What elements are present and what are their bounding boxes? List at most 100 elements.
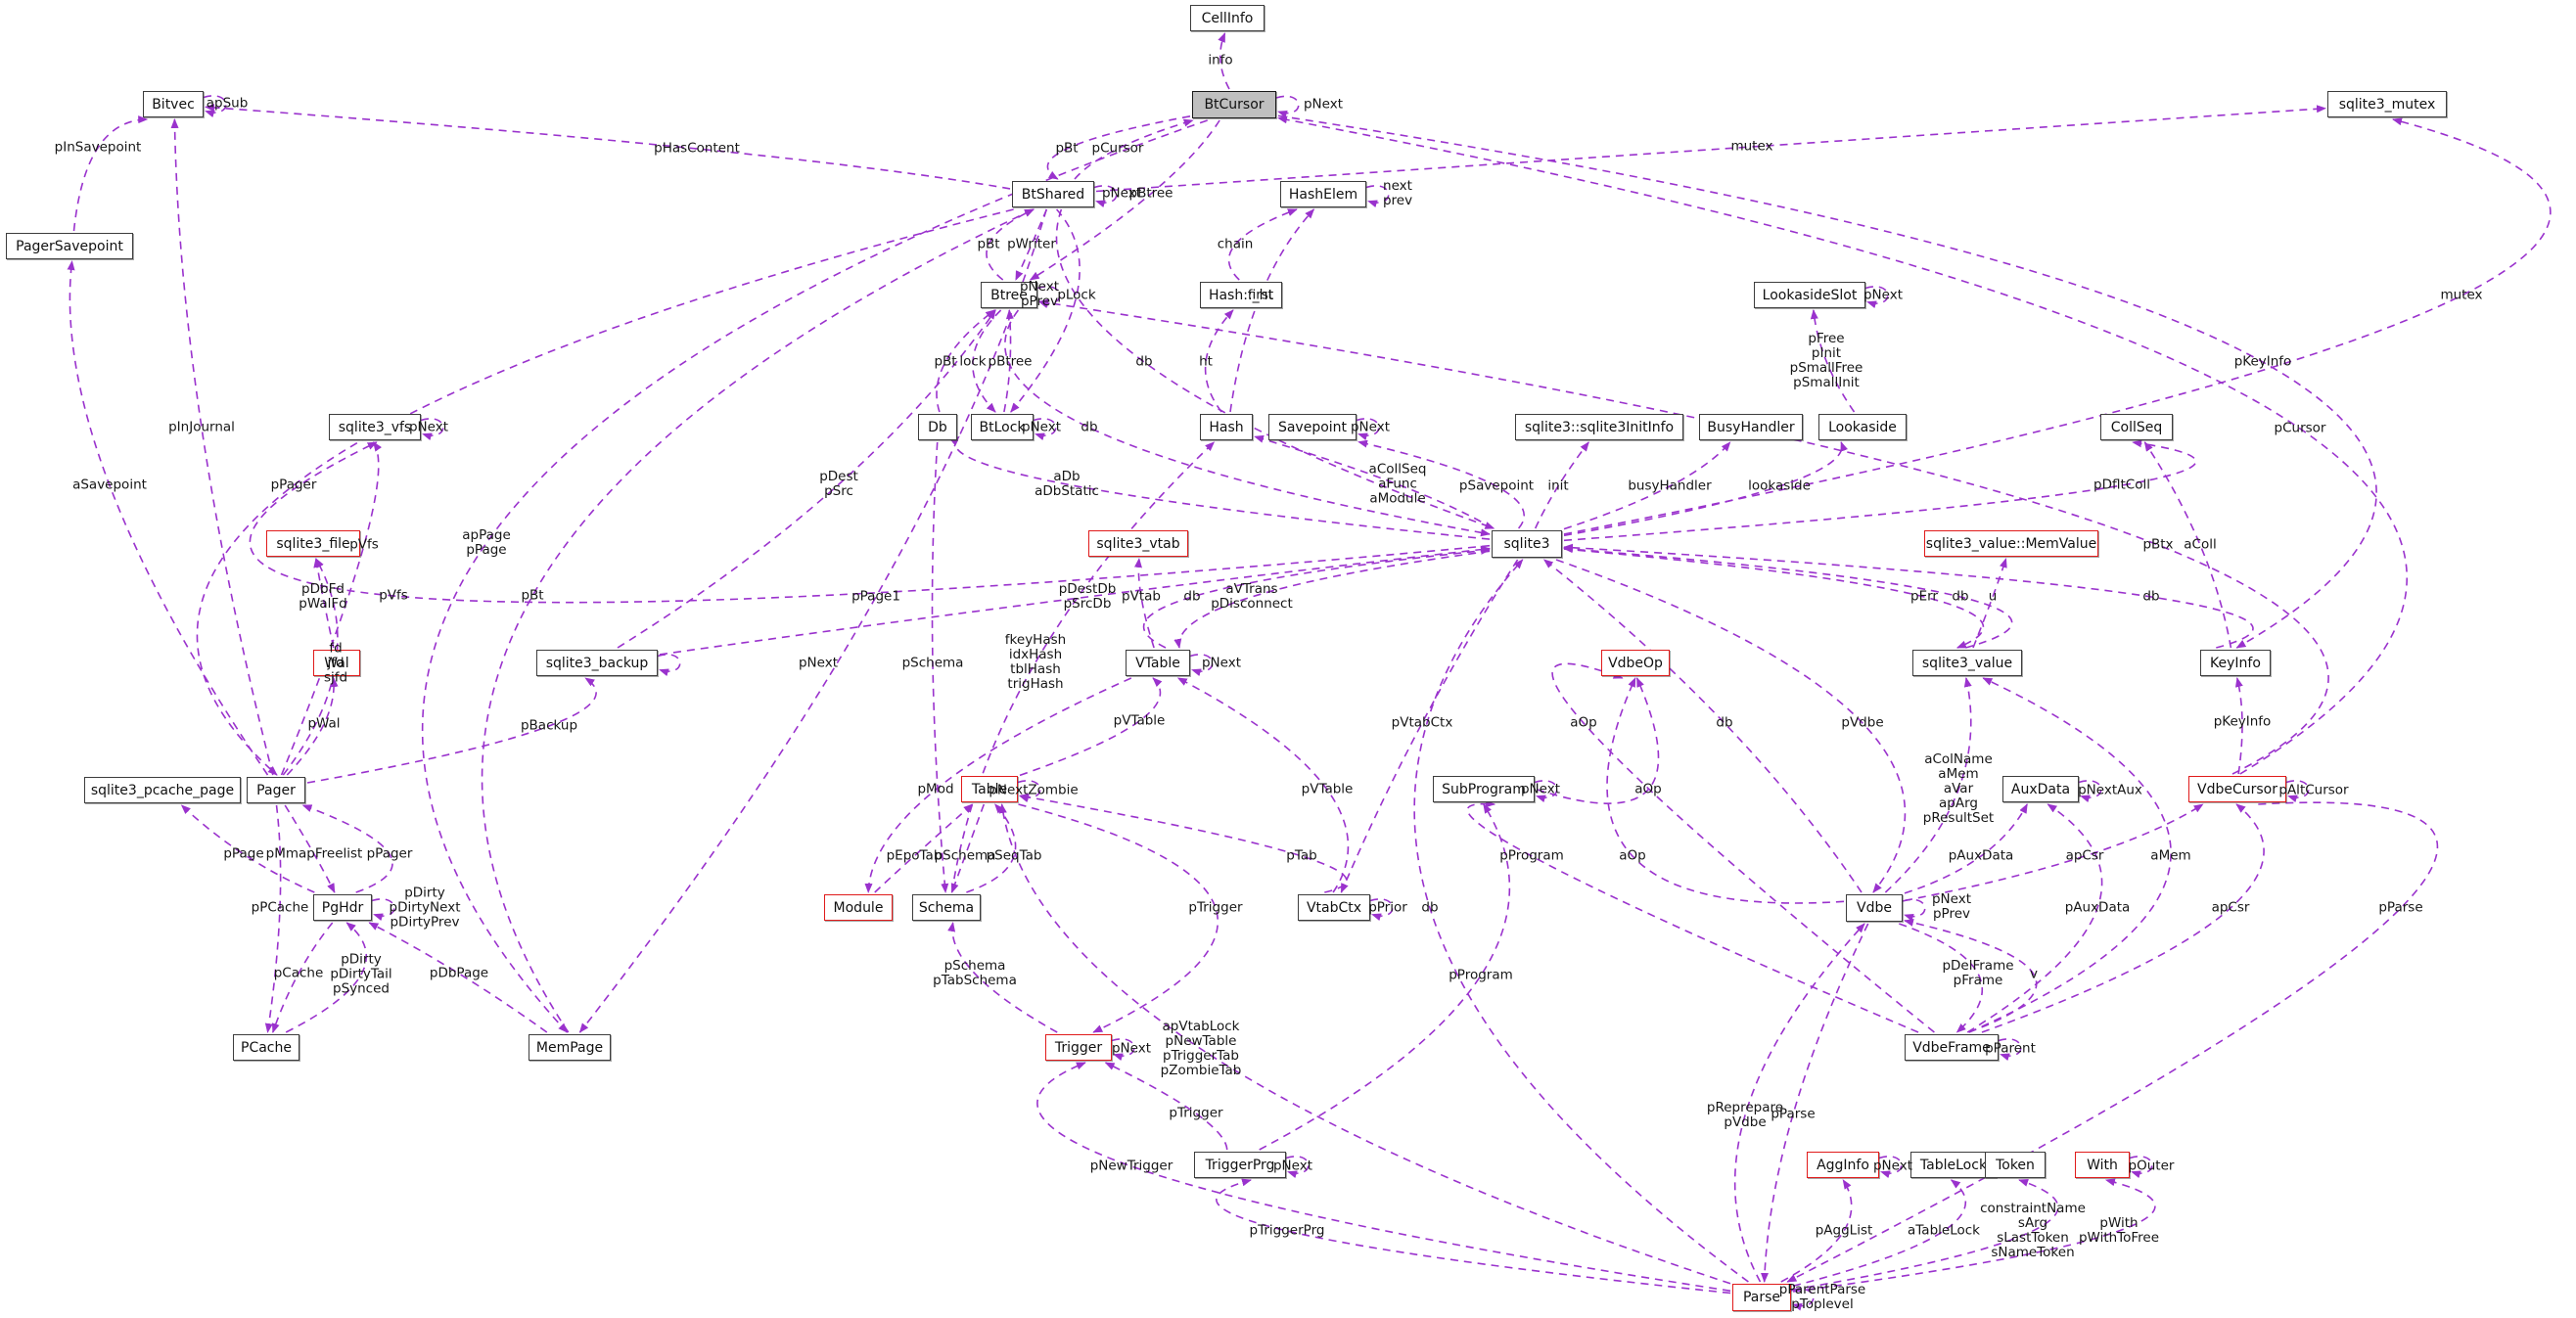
- edge-parse-triggerprg: [1216, 1178, 1731, 1295]
- edge-vdbeframe-subprogram: [1466, 799, 1919, 1033]
- edge-vfs-vfs: [420, 418, 444, 441]
- edge-sqlite3-vtable: [1173, 550, 1491, 649]
- node-file[interactable]: sqlite3_file: [266, 530, 360, 557]
- edge-triggerprg-trigger: [1104, 1062, 1228, 1151]
- edge-pager-bitvec: [170, 118, 274, 776]
- node-pagersavepoint[interactable]: PagerSavepoint: [6, 233, 133, 259]
- node-hashelem[interactable]: HashElem: [1280, 181, 1366, 207]
- edge-value-sqlite3: [1563, 545, 2013, 649]
- node-btree[interactable]: Btree: [981, 282, 1037, 308]
- edge-vdbe-auxdata: [1904, 803, 2028, 894]
- edge-parse-token: [1792, 1179, 2059, 1291]
- node-btshared[interactable]: BtShared: [1012, 181, 1094, 207]
- node-memvalue[interactable]: sqlite3_value::MemValue: [1924, 530, 2098, 557]
- node-initinfo[interactable]: sqlite3::sqlite3InitInfo: [1515, 414, 1683, 440]
- edge-keyinfo-sqlite3: [1563, 543, 2254, 649]
- node-keyinfo[interactable]: KeyInfo: [2200, 650, 2271, 676]
- node-vtabctx[interactable]: VtabCtx: [1298, 894, 1370, 921]
- edge-vtabctx-vtabctx: [1369, 898, 1394, 922]
- edge-vdbe-value: [1884, 677, 1972, 893]
- edge-btcursor-btree: [1029, 119, 1220, 281]
- edge-vdbecursor-vdbecursor: [2285, 780, 2310, 803]
- node-triggerprg[interactable]: TriggerPrg: [1194, 1152, 1286, 1178]
- node-tablelock[interactable]: TableLock: [1910, 1152, 1997, 1178]
- edge-parse-trigger: [1036, 1062, 1731, 1293]
- node-vtab[interactable]: sqlite3_vtab: [1088, 530, 1188, 557]
- node-value[interactable]: sqlite3_value: [1912, 650, 2022, 676]
- edge-hash-hash_ht: [1204, 309, 1234, 413]
- edge-vdbe-vdbeframe: [1899, 923, 1983, 1033]
- node-bitvec[interactable]: Bitvec: [143, 91, 204, 117]
- edge-btree-btshared: [986, 208, 1035, 281]
- edge-vdbe-parse: [1761, 923, 1869, 1283]
- node-hash[interactable]: Hash: [1200, 414, 1253, 440]
- node-btcursor[interactable]: BtCursor: [1192, 91, 1276, 118]
- edge-parse-parse: [1790, 1288, 1815, 1311]
- node-lookasideslot[interactable]: LookasideSlot: [1754, 282, 1865, 308]
- node-vdbecursor[interactable]: VdbeCursor: [2188, 776, 2286, 802]
- node-wal[interactable]: Wal: [313, 650, 360, 676]
- edge-trigger-schema: [947, 922, 1058, 1033]
- edge-sqlite3-value: [1563, 548, 1985, 649]
- node-savepoint[interactable]: Savepoint: [1268, 414, 1357, 440]
- edge-vdbe-sqlite3: [1542, 559, 1863, 893]
- node-mutex[interactable]: sqlite3_mutex: [2327, 91, 2447, 117]
- node-vdbeframe[interactable]: VdbeFrame: [1905, 1034, 1999, 1061]
- node-busyhandler[interactable]: BusyHandler: [1699, 414, 1803, 440]
- edge-backup-sqlite3: [659, 545, 1491, 656]
- node-lookaside[interactable]: Lookaside: [1818, 414, 1907, 440]
- edge-bitvec-bitvec: [203, 95, 227, 118]
- edge-vdbe-vdbeop: [1606, 677, 1845, 904]
- node-trigger[interactable]: Trigger: [1045, 1034, 1112, 1061]
- node-backup[interactable]: sqlite3_backup: [536, 650, 658, 676]
- edge-vdbeframe-value: [1968, 677, 2172, 1033]
- edge-btshared-mempage: [578, 208, 1047, 1033]
- edge-btshared-bitvec: [205, 103, 1011, 190]
- node-schema[interactable]: Schema: [912, 894, 981, 921]
- node-pcachepage[interactable]: sqlite3_pcache_page: [84, 777, 241, 803]
- node-parse[interactable]: Parse: [1732, 1284, 1791, 1311]
- node-cellinfo[interactable]: CellInfo: [1190, 5, 1265, 31]
- edge-pagersavepoint-bitvec: [72, 115, 149, 232]
- edge-btree-sqlite3: [1004, 309, 1491, 537]
- node-vdbeop[interactable]: VdbeOp: [1601, 650, 1670, 676]
- edge-sqlite3-initinfo: [1534, 441, 1589, 529]
- edge-sqlite3-busyhandler: [1563, 441, 1731, 530]
- node-pcache[interactable]: PCache: [233, 1034, 299, 1061]
- edge-subprogram-subprogram: [1534, 780, 1558, 803]
- edge-btshared-btshared: [1093, 185, 1118, 208]
- node-auxdata[interactable]: AuxData: [2002, 776, 2079, 802]
- edge-hash-hashelem: [1229, 208, 1315, 413]
- edge-pager-backup: [306, 677, 597, 784]
- node-subprogram[interactable]: SubProgram: [1433, 776, 1535, 802]
- edge-module-table: [874, 803, 974, 893]
- node-vtable[interactable]: VTable: [1126, 650, 1190, 676]
- node-module[interactable]: Module: [824, 894, 893, 921]
- edge-sqlite3-mutex: [1563, 117, 2552, 535]
- node-collseq[interactable]: CollSeq: [2100, 414, 2173, 440]
- edge-vtabctx-vtable: [1176, 677, 1350, 893]
- edge-agginfo-agginfo: [1878, 1156, 1903, 1179]
- node-hash_ht[interactable]: Hash::_ht: [1200, 282, 1282, 308]
- node-btlock[interactable]: BtLock: [971, 414, 1034, 440]
- node-with[interactable]: With: [2075, 1152, 2130, 1178]
- edge-vdbeframe-vdbeframe: [1998, 1038, 2022, 1062]
- node-sqlite3[interactable]: sqlite3: [1492, 530, 1562, 558]
- node-agginfo[interactable]: AggInfo: [1807, 1152, 1879, 1178]
- edge-keyinfo-collseq: [2143, 441, 2232, 649]
- edge-value-memvalue: [1972, 558, 2007, 649]
- node-pghdr[interactable]: PgHdr: [313, 894, 372, 921]
- node-vfs[interactable]: sqlite3_vfs: [329, 414, 421, 440]
- node-pager[interactable]: Pager: [247, 777, 305, 803]
- node-db[interactable]: Db: [918, 414, 957, 440]
- node-mempage[interactable]: MemPage: [529, 1034, 611, 1061]
- edge-btcursor-btcursor: [1275, 95, 1300, 118]
- edge-lookasideslot-lookasideslot: [1864, 286, 1889, 309]
- node-table[interactable]: Table: [961, 776, 1018, 802]
- edge-btree-btree: [1036, 286, 1061, 309]
- edge-savepoint-savepoint: [1356, 418, 1380, 441]
- edge-btshared-sqlite3: [1055, 208, 1495, 529]
- edge-pager-wal: [286, 677, 339, 776]
- node-token[interactable]: Token: [1985, 1152, 2046, 1178]
- node-vdbe[interactable]: Vdbe: [1846, 894, 1903, 922]
